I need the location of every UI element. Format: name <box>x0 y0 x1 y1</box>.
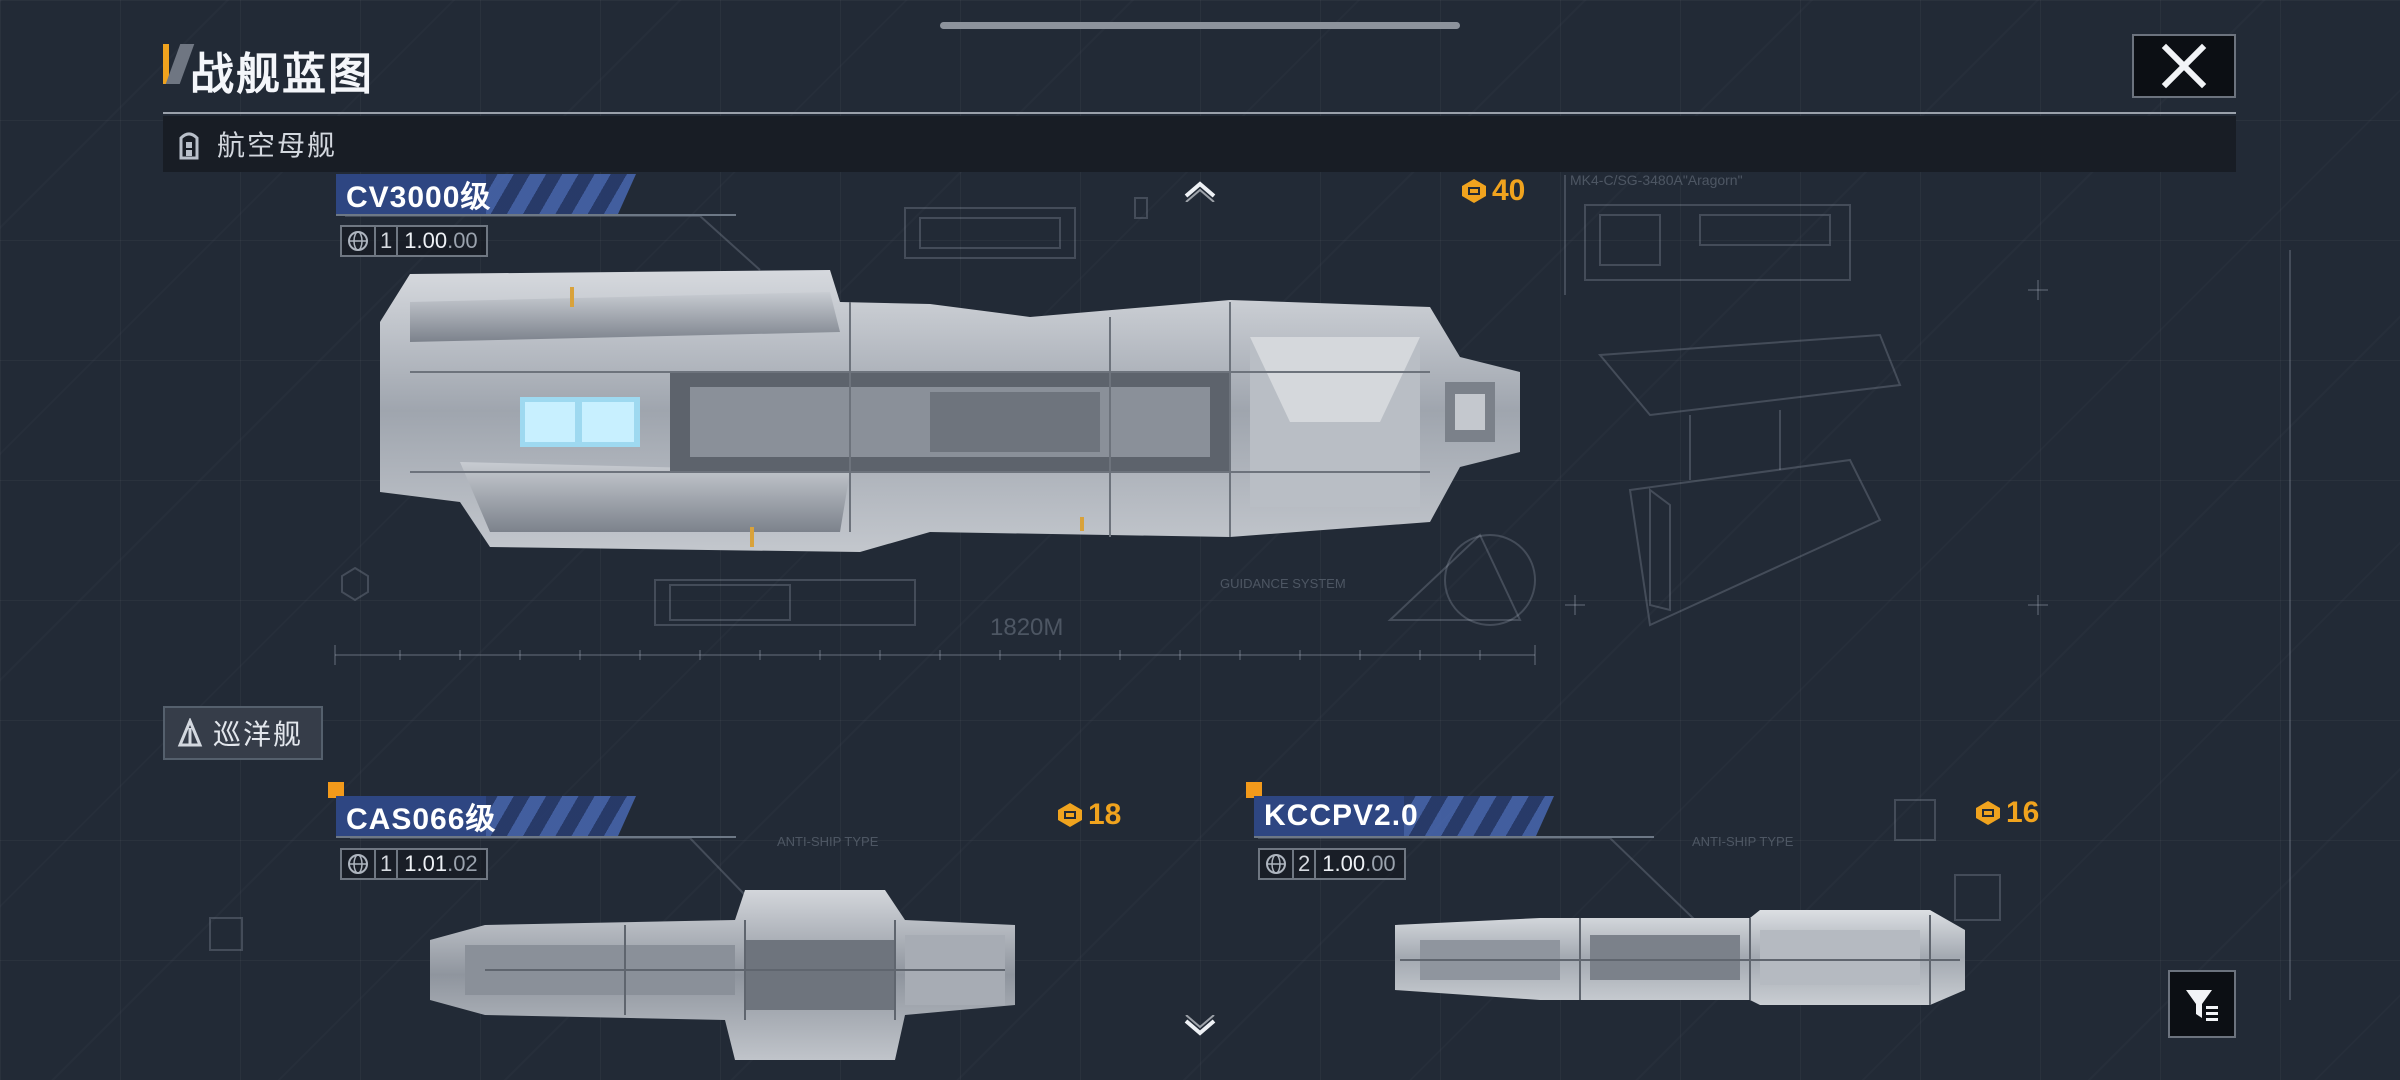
page-title: 战舰蓝图 <box>190 50 374 99</box>
ship-cost-cas066: 18 <box>1056 798 1121 832</box>
cost-value: 16 <box>2006 796 2040 829</box>
filter-icon <box>2186 990 2218 1021</box>
scroll-up-button[interactable] <box>1180 175 1220 205</box>
close-icon <box>2161 43 2207 89</box>
ship-card-kccpv[interactable]: KCCPV2.0 <box>1254 796 1554 836</box>
filter-button[interactable] <box>2168 970 2236 1038</box>
chevron-up-icon <box>1184 181 1216 202</box>
ship-name-underline <box>336 836 736 838</box>
ship-slot: 1 <box>376 850 399 878</box>
category-label-carrier: 航空母舰 <box>217 130 338 161</box>
svg-text:1820M: 1820M <box>990 614 1063 641</box>
blueprint-token-icon <box>1462 179 1486 203</box>
drag-handle[interactable] <box>940 22 1460 29</box>
ship-cost-cv3000: 40 <box>1460 174 1525 208</box>
blueprint-token-icon <box>1058 803 1082 827</box>
ship-image-cas066[interactable] <box>425 885 1025 1065</box>
ship-name-underline <box>1254 836 1654 838</box>
ship-version-cas066: 1 1.01 .02 <box>340 848 488 880</box>
cruiser-icon <box>177 718 203 747</box>
version-sub: .00 <box>1365 851 1396 876</box>
ship-name: CV3000级 <box>346 181 492 214</box>
new-indicator <box>1246 782 1262 798</box>
version-main: 1.00 <box>404 228 448 253</box>
category-bar-carrier[interactable]: 航空母舰 <box>163 116 2236 172</box>
ship-slot: 1 <box>376 227 399 255</box>
title-accent-bar <box>163 44 169 84</box>
ship-version-cv3000: 1 1.00 .00 <box>340 225 488 257</box>
svg-text:MK4-C/SG-3480A"Aragorn": MK4-C/SG-3480A"Aragorn" <box>1570 172 1743 188</box>
globe-icon <box>1260 850 1294 878</box>
blueprint-token-icon <box>1976 801 2000 825</box>
svg-text:ANTI-SHIP TYPE: ANTI-SHIP TYPE <box>777 834 879 849</box>
carrier-icon <box>169 116 209 172</box>
ship-version-kccpv: 2 1.00 .00 <box>1258 848 1406 880</box>
new-indicator <box>328 782 344 798</box>
ship-image-cv3000[interactable] <box>370 262 1530 562</box>
svg-text:GUIDANCE SYSTEM: GUIDANCE SYSTEM <box>1220 576 1346 591</box>
category-label-cruiser: 巡洋舰 <box>213 719 304 750</box>
ship-name: KCCPV2.0 <box>1264 799 1419 832</box>
ship-image-kccpv[interactable] <box>1390 910 1970 1010</box>
ship-name: CAS066级 <box>346 803 497 836</box>
ship-name-tag: CV3000级 <box>336 174 636 214</box>
ship-name-underline <box>336 214 736 216</box>
globe-icon <box>342 227 376 255</box>
ship-name-tag: KCCPV2.0 <box>1254 796 1554 836</box>
chevron-down-icon <box>1184 1015 1216 1036</box>
ship-slot: 2 <box>1294 850 1317 878</box>
version-sub: .00 <box>447 228 478 253</box>
ship-card-cas066[interactable]: CAS066级 <box>336 796 636 836</box>
ship-name-tag: CAS066级 <box>336 796 636 836</box>
close-button[interactable] <box>2132 34 2236 98</box>
globe-icon <box>342 850 376 878</box>
version-main: 1.00 <box>1322 851 1366 876</box>
category-tab-cruiser[interactable]: 巡洋舰 <box>163 706 323 760</box>
scroll-down-button[interactable] <box>1180 1012 1220 1042</box>
svg-text:ANTI-SHIP TYPE: ANTI-SHIP TYPE <box>1692 834 1794 849</box>
cost-value: 18 <box>1088 798 1122 831</box>
ship-card-cv3000[interactable]: CV3000级 <box>336 174 636 214</box>
version-sub: .02 <box>447 851 478 876</box>
cost-value: 40 <box>1492 174 1526 207</box>
ship-cost-kccpv: 16 <box>1974 796 2039 830</box>
header-divider <box>163 112 2236 114</box>
version-main: 1.01 <box>404 851 448 876</box>
